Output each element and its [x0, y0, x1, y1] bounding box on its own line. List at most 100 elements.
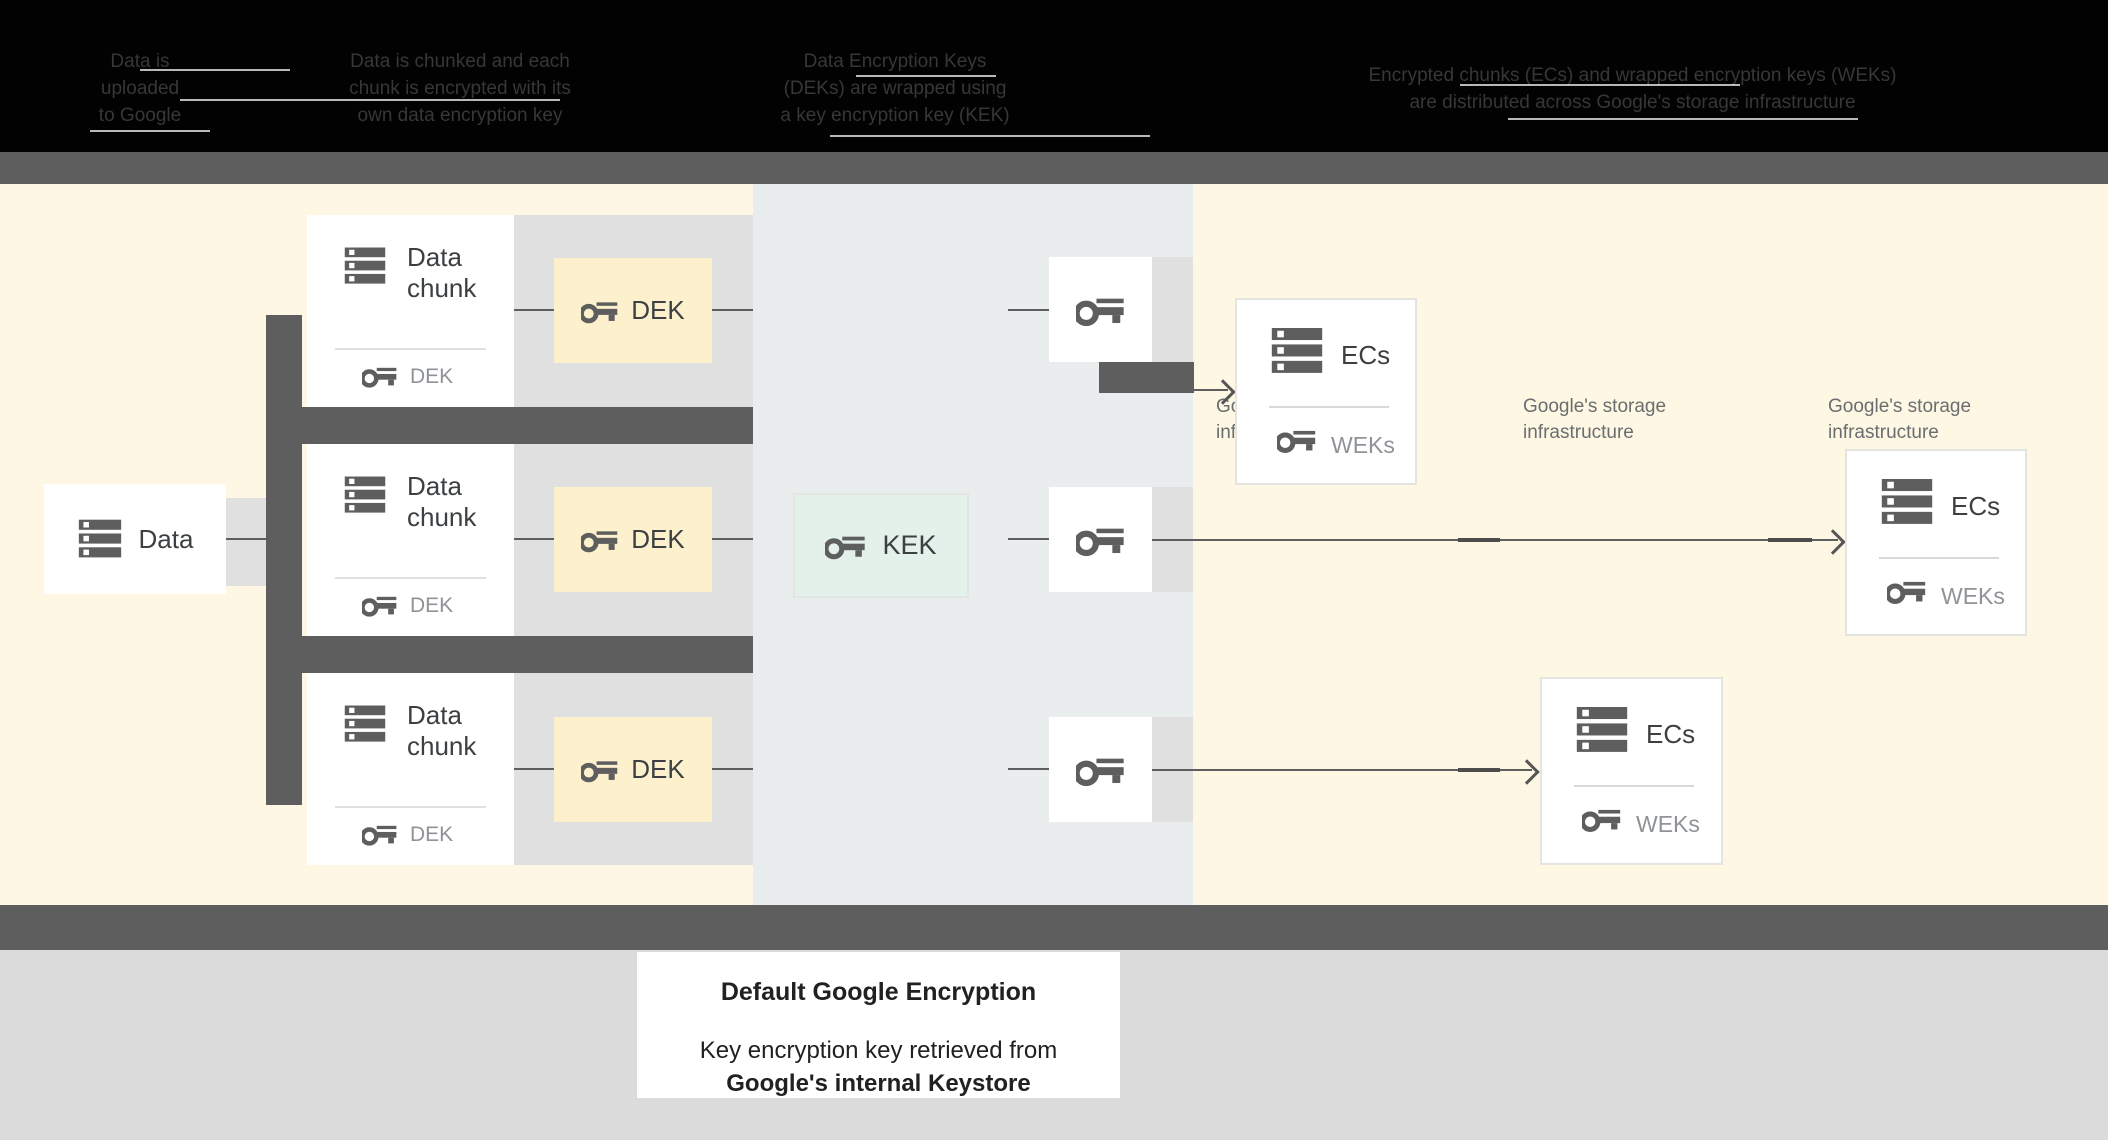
storage-server-icon — [1269, 328, 1325, 374]
key-icon — [1277, 426, 1317, 454]
arrowhead-icon — [1820, 529, 1846, 555]
weks-label: WEKs — [1331, 432, 1395, 458]
storage-label-line: Google's storage — [1523, 396, 1667, 417]
divider — [1269, 406, 1389, 408]
artifact-line — [1460, 84, 1740, 86]
storage-label-line: Google's storage — [1828, 396, 1972, 417]
connector-line — [1008, 768, 1049, 770]
storage-server-icon — [1574, 707, 1630, 753]
chunk-title-line: Data — [407, 471, 462, 501]
legend-title: Default Google Encryption — [720, 978, 1037, 1006]
artifact-line — [830, 135, 1150, 137]
chunk-box-title: Data chunk — [407, 700, 476, 762]
chunk-title-line: Data — [407, 700, 462, 730]
data-box-label: Data — [138, 523, 194, 554]
caption-line: to Google — [98, 105, 182, 126]
key-to-ecs-bar — [1099, 362, 1194, 393]
caption-line: Data is chunked and each — [350, 51, 570, 72]
key-icon — [362, 821, 398, 847]
storage-server-icon — [343, 474, 387, 516]
divider — [335, 348, 486, 350]
ecs-box: ECs WEKs — [1845, 449, 2027, 636]
divider — [1879, 557, 1999, 559]
bottom-divider-band — [0, 905, 2108, 950]
weks-label: WEKs — [1636, 811, 1700, 837]
legend-line: Google's internal Keystore — [726, 1070, 1031, 1097]
legend-line: Key encryption key retrieved from — [699, 1037, 1058, 1064]
key-icon — [1075, 753, 1126, 787]
connector-line — [712, 538, 753, 540]
chunk-box-title: Data chunk — [407, 242, 476, 304]
artifact-line — [140, 69, 290, 71]
row-separator-bar — [302, 636, 753, 673]
artifact-line — [1508, 118, 1858, 120]
storage-label-line: infrastructure — [1828, 422, 1939, 443]
caption-chunking: Data is chunked and each chunk is encryp… — [295, 48, 625, 129]
chunk-title-line: chunk — [407, 731, 477, 761]
data-chunk-box: Data chunk DEK — [307, 215, 514, 407]
ecs-box: ECs WEKs — [1540, 677, 1723, 865]
data-row-band — [226, 498, 266, 586]
arrow-dash — [1768, 538, 1812, 542]
arrow-to-ecs1 — [1194, 389, 1228, 391]
chunk-dek-label: DEK — [410, 594, 454, 617]
dek-box: DEK — [554, 487, 712, 592]
dek-box-label: DEK — [631, 295, 685, 325]
caption-line: uploaded — [100, 78, 180, 99]
caption-line: Encrypted chunks (ECs) and wrapped encry… — [1368, 65, 1897, 86]
storage-infrastructure-label: Google's storage infrastructure — [1828, 394, 1971, 446]
caption-line: own data encryption key — [357, 105, 563, 126]
connector-line — [514, 538, 554, 540]
divider — [335, 577, 486, 579]
caption-wrapping: Data Encryption Keys (DEKs) are wrapped … — [745, 48, 1045, 129]
caption-line: Data is — [110, 51, 170, 72]
data-chunk-box: Data chunk DEK — [307, 444, 514, 636]
dek-box-label: DEK — [631, 524, 685, 554]
row-separator-bar — [302, 407, 753, 444]
key-icon — [362, 592, 398, 618]
storage-infrastructure-label: Google's storage infrastructure — [1523, 394, 1666, 446]
caption-line: (DEKs) are wrapped using — [783, 78, 1007, 99]
artifact-line — [856, 75, 996, 77]
chunk-dek-label: DEK — [410, 365, 454, 388]
connector-line — [514, 309, 554, 311]
divider — [335, 806, 486, 808]
ecs-box-label: ECs — [1951, 491, 2001, 521]
key-band — [1152, 257, 1193, 362]
diagram-canvas: Google's storage infrastructure Google's… — [0, 184, 2108, 905]
dek-box-label: DEK — [631, 754, 685, 784]
fanout-bar — [266, 315, 302, 805]
ecs-box: ECs WEKs — [1235, 298, 1417, 485]
key-icon — [581, 298, 619, 324]
storage-server-icon — [343, 245, 387, 287]
caption-line: are distributed across Google's storage … — [1409, 92, 1856, 113]
caption-line: a key encryption key (KEK) — [780, 105, 1010, 126]
arrow-to-ecs3 — [1152, 769, 1532, 771]
header-band: Data is uploaded to Google Data is chunk… — [0, 0, 2108, 152]
ecs-box-label: ECs — [1341, 340, 1391, 370]
chunk-box-title: Data chunk — [407, 471, 476, 533]
footer-area: Default Google Encryption Key encryption… — [0, 950, 2108, 1140]
key-icon — [1582, 805, 1622, 833]
connector-line — [712, 309, 753, 311]
caption-line: chunk is encrypted with its — [349, 78, 571, 99]
caption-line: Data Encryption Keys — [803, 51, 987, 72]
key-icon — [362, 363, 398, 389]
caption-upload: Data is uploaded to Google — [60, 48, 220, 129]
arrow-dash — [1458, 538, 1500, 542]
key-icon — [581, 757, 619, 783]
connector-line — [226, 538, 266, 540]
connector-line — [514, 768, 554, 770]
storage-server-icon — [77, 519, 123, 559]
wrapping-key-box — [1049, 257, 1152, 362]
key-icon — [1075, 523, 1126, 557]
connector-line — [712, 768, 753, 770]
connector-line — [1008, 538, 1049, 540]
caption-distribution: Encrypted chunks (ECs) and wrapped encry… — [1310, 62, 1955, 116]
arrowhead-icon — [1514, 759, 1540, 785]
connector-line — [1008, 309, 1049, 311]
artifact-line — [90, 130, 210, 132]
storage-server-icon — [343, 703, 387, 745]
chunk-dek-label: DEK — [410, 823, 454, 846]
